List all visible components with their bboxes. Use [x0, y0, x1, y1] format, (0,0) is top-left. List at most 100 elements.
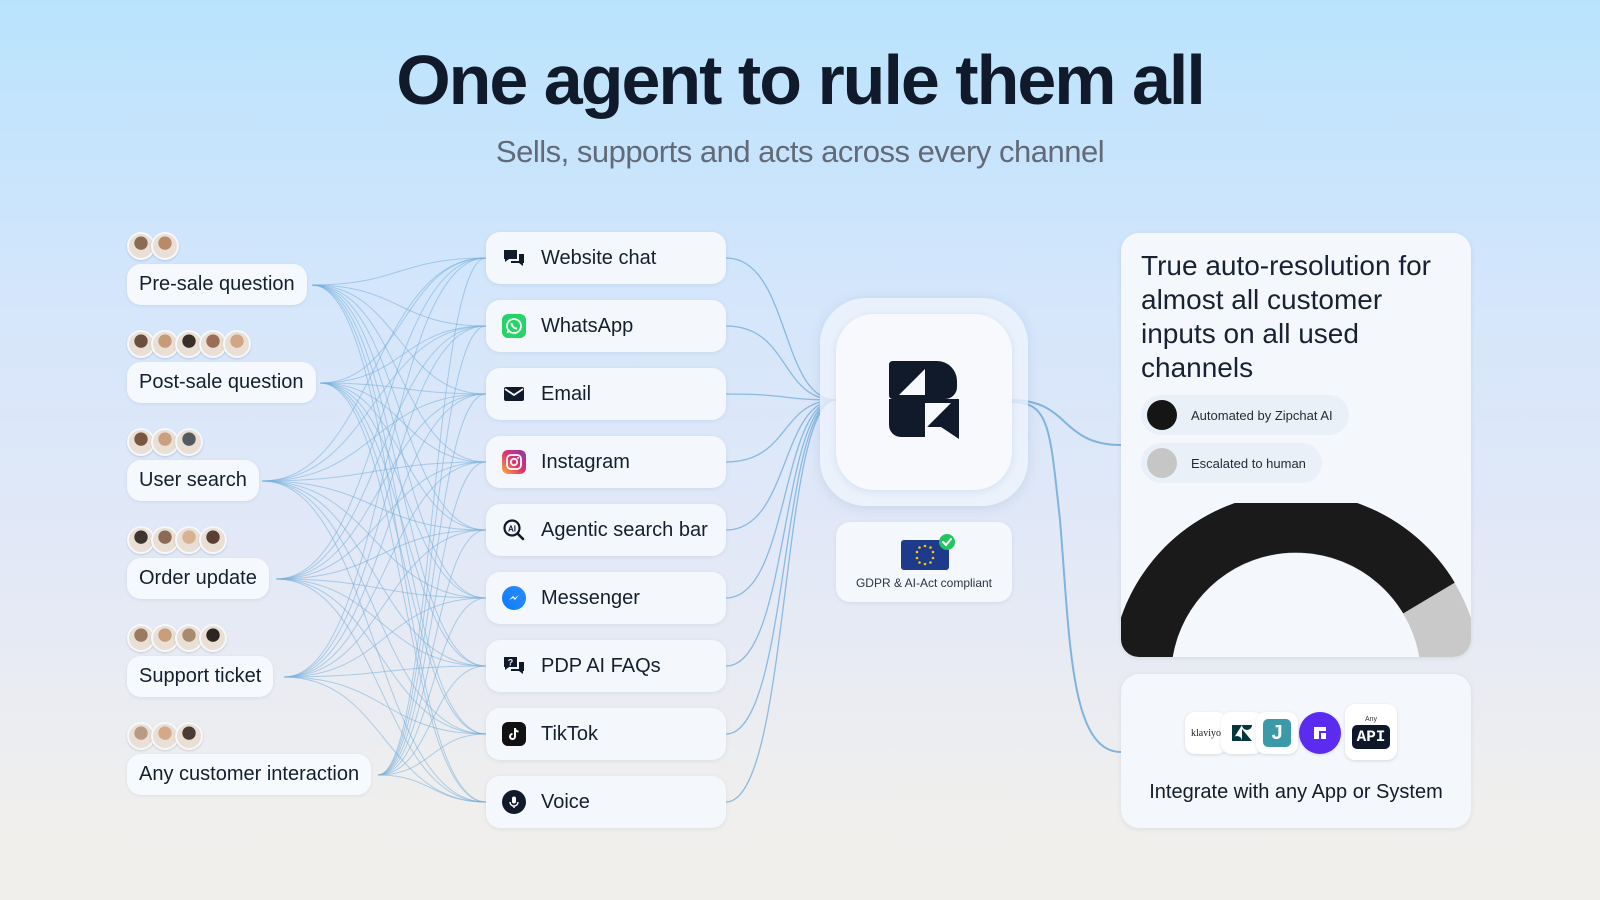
j-logo-icon[interactable]: J	[1256, 712, 1298, 754]
channel-voice[interactable]: Voice	[486, 776, 726, 828]
connection-line	[261, 257, 487, 482]
intent-label: Pre-sale question	[127, 264, 307, 305]
avatar	[151, 722, 179, 750]
connection-line	[311, 284, 487, 395]
connection-line	[725, 399, 837, 803]
avatar-group	[127, 232, 307, 262]
channel-label: WhatsApp	[541, 314, 634, 337]
channel-label: TikTok	[541, 722, 599, 745]
intent-pre-sale[interactable]: Pre-sale question	[127, 232, 307, 305]
resolution-gauge	[1121, 503, 1471, 657]
legend-automated: Automated by Zipchat AI	[1141, 395, 1349, 435]
connection-line	[1011, 399, 1122, 446]
avatar	[127, 526, 155, 554]
avatar-group	[127, 624, 273, 654]
svg-text:AI: AI	[508, 525, 516, 534]
channel-agentic-search[interactable]: AI Agentic search bar	[486, 504, 726, 556]
connection-line	[377, 325, 487, 776]
avatar	[175, 428, 203, 456]
avatar	[223, 330, 251, 358]
intent-any-interaction[interactable]: Any customer interaction	[127, 722, 372, 795]
channel-pdp-faqs[interactable]: ? PDP AI FAQs	[486, 640, 726, 692]
connection-line	[377, 529, 487, 776]
intent-user-search[interactable]: User search	[127, 428, 259, 501]
connection-line	[261, 480, 487, 803]
connection-line	[319, 382, 487, 395]
tiktok-icon	[502, 722, 526, 746]
faq-icon: ?	[502, 654, 526, 678]
api-logo-icon[interactable]: Any API	[1345, 704, 1397, 760]
channel-website-chat[interactable]: Website chat	[486, 232, 726, 284]
connection-line	[283, 393, 487, 678]
connection-line	[725, 399, 837, 667]
channel-label: Agentic search bar	[541, 518, 708, 541]
compliance-label: GDPR & AI-Act compliant	[855, 576, 993, 590]
avatar	[151, 232, 179, 260]
avatar	[199, 624, 227, 652]
connection-line	[725, 393, 837, 401]
connection-line	[275, 578, 487, 735]
channel-label: Email	[541, 382, 592, 405]
legend-escalated: Escalated to human	[1141, 443, 1322, 483]
frontapp-logo-icon[interactable]	[1299, 712, 1341, 754]
connection-line	[725, 399, 837, 531]
page-title: One agent to rule them all	[396, 41, 1206, 119]
avatar	[151, 526, 179, 554]
connection-line	[311, 284, 487, 463]
connection-line	[319, 382, 487, 735]
whatsapp-icon	[502, 314, 526, 338]
avatar-group	[127, 526, 269, 556]
channel-instagram[interactable]: Instagram	[486, 436, 726, 488]
intent-label: Order update	[127, 558, 269, 599]
zipchat-hub[interactable]	[836, 314, 1012, 490]
connection-line	[283, 257, 487, 678]
channel-tiktok[interactable]: TikTok	[486, 708, 726, 760]
connection-line	[377, 393, 487, 776]
connection-line	[275, 578, 487, 667]
connection-line	[275, 529, 487, 580]
connection-line	[311, 257, 487, 286]
intent-post-sale[interactable]: Post-sale question	[127, 330, 316, 403]
channel-whatsapp[interactable]: WhatsApp	[486, 300, 726, 352]
connection-line	[275, 578, 487, 803]
connection-line	[283, 676, 487, 803]
connection-line	[283, 597, 487, 678]
channel-label: PDP AI FAQs	[541, 654, 661, 677]
channel-messenger[interactable]: Messenger	[486, 572, 726, 624]
avatar	[127, 330, 155, 358]
connection-line	[311, 284, 487, 599]
intent-support-ticket[interactable]: Support ticket	[127, 624, 274, 697]
connection-line	[377, 597, 487, 776]
connection-line	[1011, 401, 1122, 753]
connection-line	[377, 774, 487, 803]
connection-line	[275, 257, 487, 580]
channel-email[interactable]: Email	[486, 368, 726, 420]
intent-order-update[interactable]: Order update	[127, 526, 269, 599]
connection-line	[319, 382, 487, 599]
resolution-card: True auto-resolution for almost all cust…	[1121, 233, 1471, 657]
legend-label: Automated by Zipchat AI	[1191, 407, 1333, 423]
avatar	[127, 624, 155, 652]
channel-label: Messenger	[541, 586, 640, 609]
connection-line	[283, 676, 487, 735]
connection-line	[275, 461, 487, 580]
zipchat-logo-icon	[887, 359, 961, 446]
connection-line	[311, 284, 487, 667]
compliance-badge: GDPR & AI-Act compliant	[836, 522, 1012, 602]
intent-label: Any customer interaction	[127, 754, 372, 795]
email-icon	[502, 382, 526, 406]
connection-line	[725, 399, 837, 463]
chat-bubbles-icon	[502, 246, 526, 270]
ai-search-icon: AI	[502, 518, 526, 542]
channel-label: Voice	[541, 790, 590, 813]
eu-flag-icon	[899, 534, 957, 577]
connection-line	[261, 480, 487, 667]
connection-line	[319, 382, 487, 667]
channel-label: Instagram	[541, 450, 630, 473]
connection-line	[377, 461, 487, 776]
connection-line	[283, 665, 487, 678]
connection-line	[377, 665, 487, 776]
klaviyo-logo-icon[interactable]: klaviyo	[1185, 712, 1227, 754]
legend-swatch	[1147, 400, 1177, 430]
